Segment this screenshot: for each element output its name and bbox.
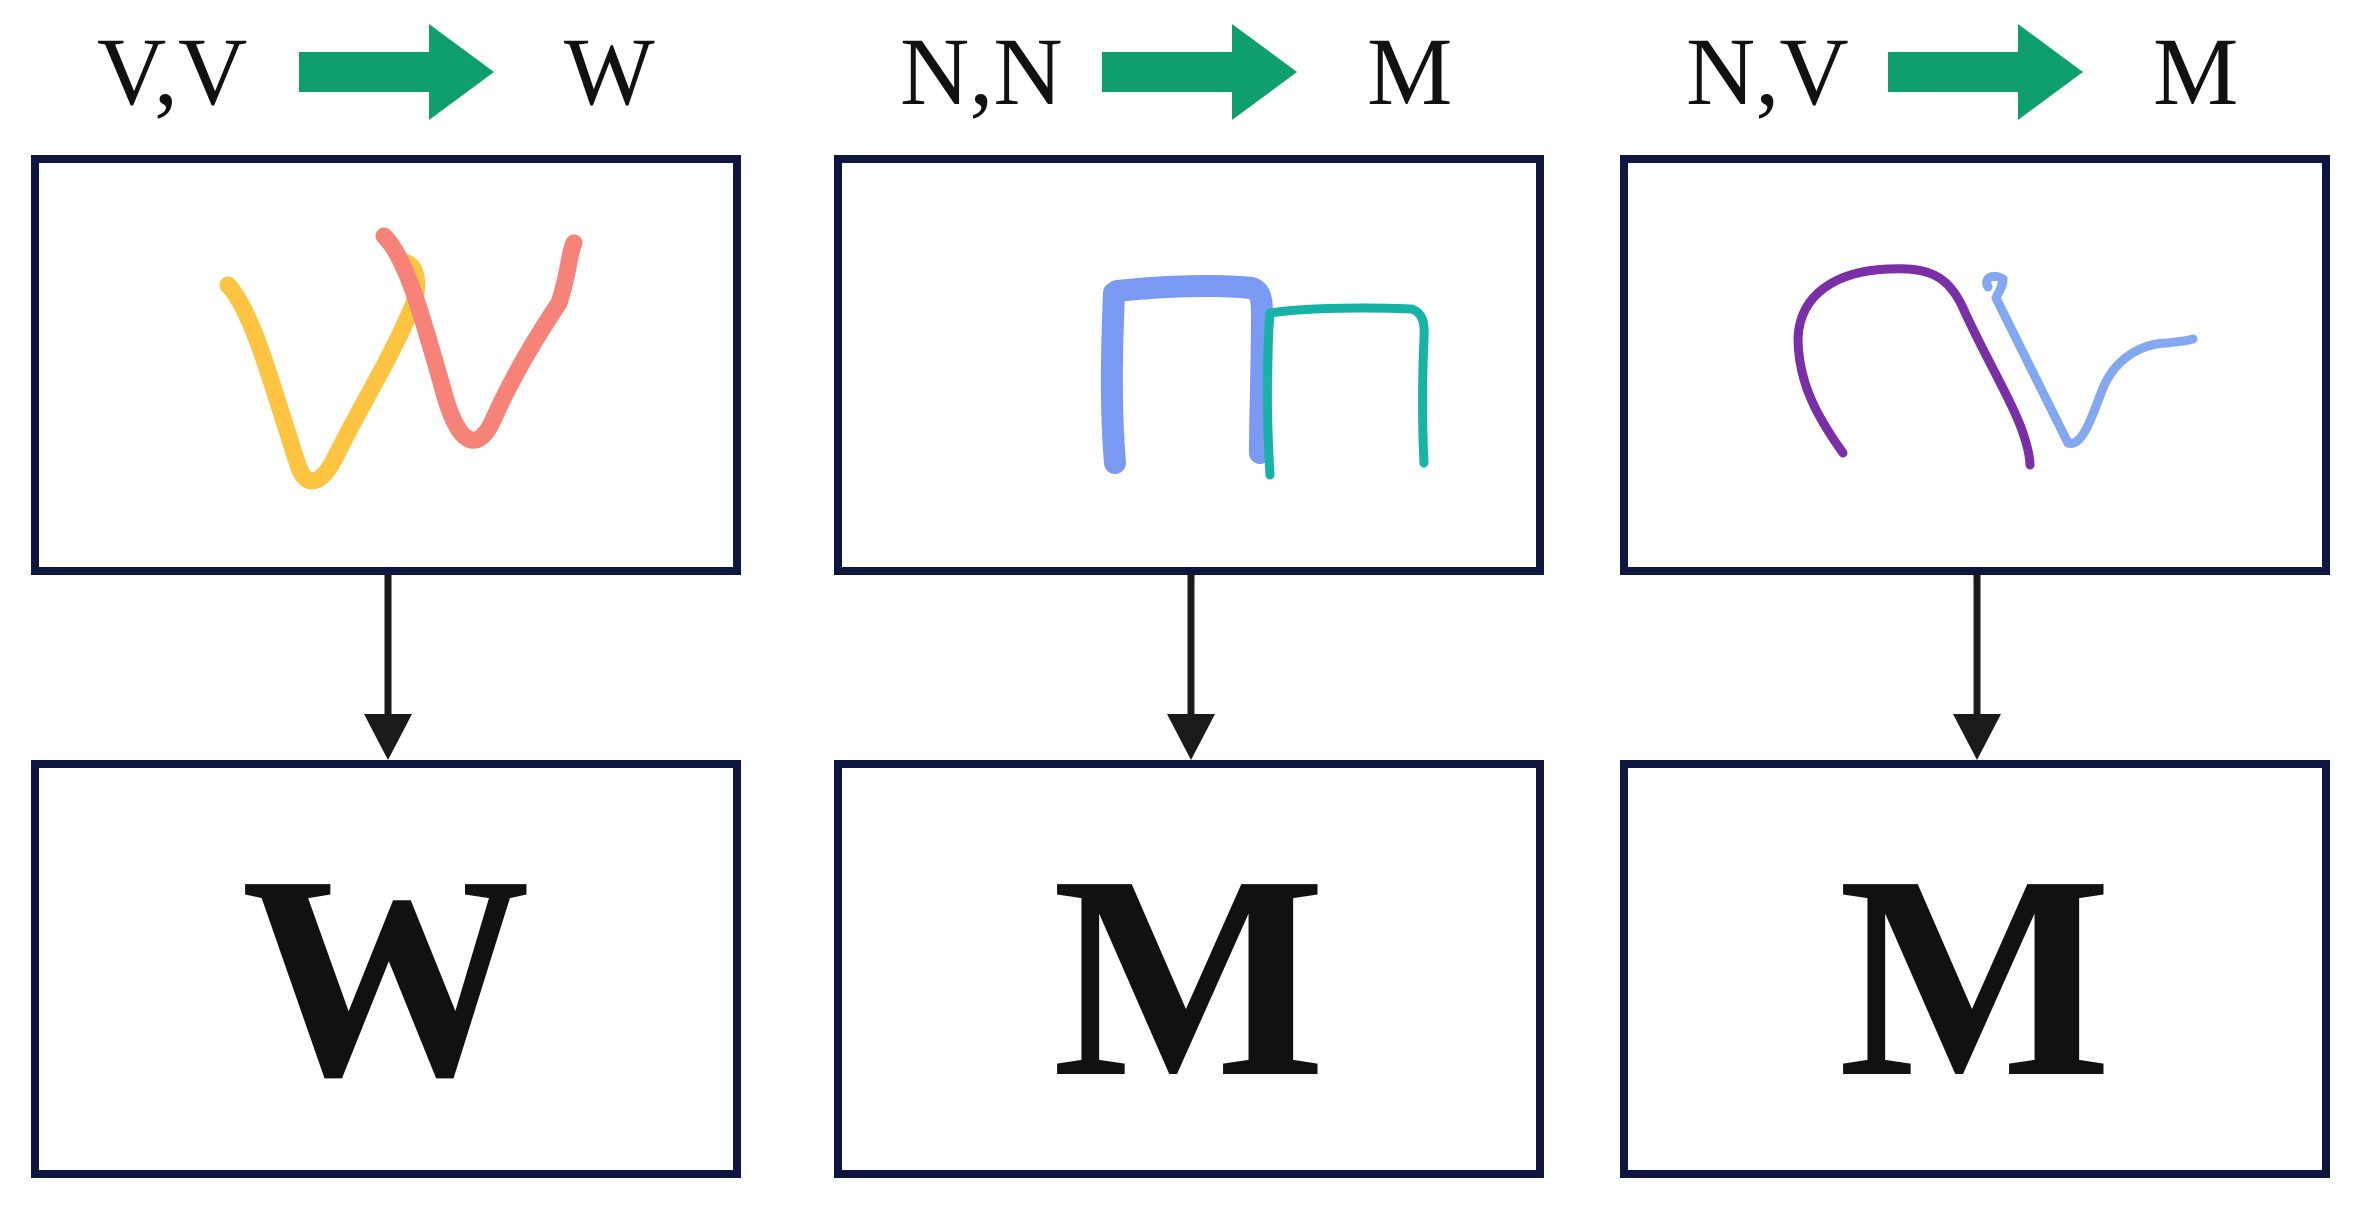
sketch-stroke-teal [1262,303,1429,480]
result-letter: M [1052,816,1326,1137]
panel-2: N,N M M [834,0,1564,1222]
sketch-box [834,155,1544,575]
panel-3: N,V M M [1620,0,2350,1222]
mapping-header: V,V W [31,0,761,145]
mapping-header: N,N M [834,0,1564,145]
mapping-header: N,V M [1620,0,2350,145]
sketch-stroke-light-blue [1982,271,2198,448]
sketch-stroke-purple [1793,264,2035,470]
right-arrow-icon [299,24,494,120]
result-box: M [1620,760,2330,1178]
down-arrow-icon [1953,574,2001,760]
sketch-stroke-blue [1100,275,1273,474]
output-letter-label: W [564,18,655,125]
handwritten-sketch [219,227,583,490]
right-arrow-icon [1888,24,2083,120]
result-letter: W [241,816,531,1137]
down-arrow-icon [1167,574,1215,760]
sketch-box [31,155,741,575]
result-box: W [31,760,741,1178]
sketch-stroke-yellow [219,254,426,490]
result-letter: M [1838,816,2112,1137]
handwritten-sketch [1793,264,2198,470]
sketch-stroke-red [375,227,583,449]
output-letter-label: M [1367,18,1453,125]
input-strokes-label: V,V [97,18,248,125]
output-letter-label: M [2153,18,2239,125]
input-strokes-label: N,N [900,18,1063,125]
result-box: M [834,760,1544,1178]
down-arrow-icon [364,574,412,760]
right-arrow-icon [1102,24,1297,120]
input-strokes-label: N,V [1686,18,1849,125]
handwritten-sketch [1100,275,1429,480]
panel-1: V,V W W [31,0,761,1222]
sketch-box [1620,155,2330,575]
